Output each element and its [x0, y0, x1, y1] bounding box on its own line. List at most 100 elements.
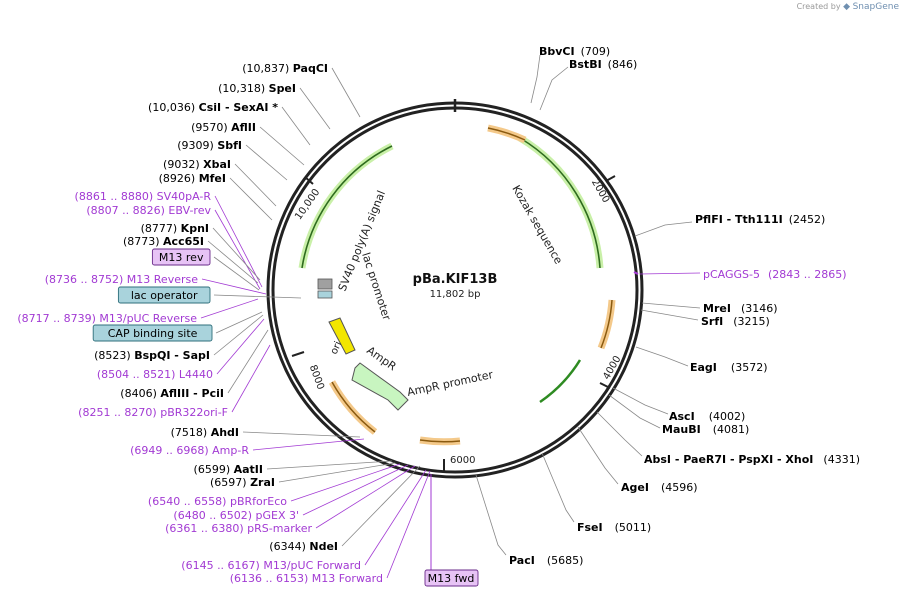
- leader-pflfi: [634, 221, 693, 237]
- site-bstbi-label: BstBI: [569, 58, 602, 71]
- leader-left: [242, 431, 361, 438]
- leader-left: [341, 465, 421, 547]
- leader-mrei: [641, 302, 701, 309]
- site-srfi-label: SrfI: [701, 315, 723, 328]
- primer-site: (8504 .. 8521) L4440: [97, 368, 213, 381]
- site-position: (8406): [120, 387, 160, 400]
- leader-left: [266, 460, 393, 470]
- leader-maubi: [608, 394, 661, 429]
- site-position: (8736 .. 8752): [45, 273, 127, 286]
- site-label: AflIII - PciI: [160, 387, 224, 400]
- enzyme-site: (8523) BspQI - SapI: [94, 349, 210, 362]
- site-label: L4440: [179, 368, 213, 381]
- site-eagi-label: EagI: [690, 361, 717, 374]
- primer-site: (8717 .. 8739) M13/pUC Reverse: [17, 312, 197, 325]
- leader-left: [278, 462, 396, 483]
- site-label: KpnI: [181, 222, 209, 235]
- site-position: (10,318): [218, 82, 269, 95]
- site-absi: AbsI - PaeR7I - PspXI - XhoI(4331): [644, 453, 860, 466]
- site-paci: PacI(5685): [509, 554, 583, 567]
- primer-site: (8861 .. 8880) SV40pA-R: [75, 190, 212, 203]
- site-label: SpeI: [269, 82, 296, 95]
- site-label: XbaI: [203, 158, 231, 171]
- feature-label-lac-promoter: lac promoter: [359, 251, 393, 322]
- site-bbvci: BbvCI(709): [539, 45, 610, 58]
- leader-left: [231, 344, 271, 413]
- leader-left: [227, 329, 269, 394]
- site-srfi-pos: (3215): [733, 315, 770, 328]
- leader-left: [213, 294, 302, 299]
- site-asci-label: AscI: [669, 410, 695, 423]
- pcaggs-marker: [633, 271, 639, 275]
- watermark-brand: SnapGene: [852, 2, 899, 12]
- site-position: (8807 .. 8826): [86, 204, 168, 217]
- tick-label-8000: 8000: [307, 364, 326, 392]
- site-label: pGEX 3': [255, 509, 299, 522]
- enzyme-site: (6344) NdeI: [269, 540, 338, 553]
- site-label: CsiI - SexAI *: [199, 101, 279, 114]
- site-position: (8773): [123, 235, 163, 248]
- site-label: M13 Reverse: [127, 273, 198, 286]
- orange-arc-top-line: [487, 127, 526, 141]
- enzyme-site: (7518) AhdI: [171, 426, 239, 439]
- boxed-feature-label: CAP binding site: [108, 327, 198, 340]
- site-label: pBRforEco: [230, 495, 287, 508]
- plasmid-name: pBa.KIF13B: [413, 272, 498, 287]
- site-pcaggs: pCAGGS-5(2843 .. 2865): [703, 268, 847, 281]
- site-position: (6136 .. 6153): [230, 572, 312, 585]
- site-fsei-pos: (5011): [615, 521, 652, 534]
- leader-left: [201, 278, 267, 295]
- site-agei: AgeI(4596): [621, 481, 698, 494]
- leader-left: [212, 227, 261, 281]
- leader-left: [213, 314, 264, 356]
- leader-left: [216, 318, 265, 375]
- enzyme-site: (9570) AflII: [191, 121, 256, 134]
- right-site-labels: BbvCI(709) BstBI(846) PflFI - Tth111I(24…: [424, 45, 860, 587]
- site-bbvci-pos: (709): [581, 45, 611, 58]
- site-label: M13/pUC Reverse: [99, 312, 197, 325]
- site-eagi: EagI(3572): [690, 361, 767, 374]
- feature-label-ori: ori: [329, 340, 344, 356]
- enzyme-site: (8406) AflIII - PciI: [120, 387, 224, 400]
- site-position: (7518): [171, 426, 211, 439]
- leader-eagi: [635, 346, 689, 367]
- site-maubi: MauBI(4081): [662, 423, 749, 436]
- leader-left: [252, 438, 365, 451]
- feature-label-kozak: Kozak sequence: [509, 183, 565, 267]
- site-position: (6949 .. 6968): [130, 444, 212, 457]
- feature-label-ampr-promoter: AmpR promoter: [406, 368, 495, 399]
- site-position: (8861 .. 8880): [75, 190, 157, 203]
- site-label: EBV-rev: [168, 204, 211, 217]
- leader-left: [229, 177, 273, 221]
- primer-site: (8807 .. 8826) EBV-rev: [86, 204, 211, 217]
- leader-left: [214, 195, 263, 288]
- site-paci-pos: (5685): [547, 554, 584, 567]
- site-absi-pos: (4331): [823, 453, 860, 466]
- leader-left: [215, 311, 263, 334]
- site-position: (6145 .. 6167): [181, 559, 263, 572]
- inner-green-arc: [539, 359, 582, 404]
- leader-asci: [612, 387, 669, 415]
- site-label: pRS-marker: [247, 522, 312, 535]
- site-pcaggs-label: pCAGGS-5: [703, 268, 760, 281]
- leader-left: [200, 298, 259, 319]
- site-label: M13 Forward: [312, 572, 383, 585]
- enzyme-site: (8777) KpnI: [141, 222, 209, 235]
- tick-10000: [304, 176, 314, 185]
- site-position: (8717 .. 8739): [17, 312, 99, 325]
- site-label: ZraI: [250, 476, 275, 489]
- site-pflfi: PflFI - Tth111I(2452): [695, 213, 825, 226]
- orange-arc-right-line: [600, 299, 613, 349]
- primer-site: (6361 .. 6380) pRS-marker: [165, 522, 312, 535]
- tick-4000: [599, 382, 611, 389]
- leader-left: [281, 106, 311, 146]
- site-position: (6480 .. 6502): [173, 509, 255, 522]
- enzyme-site: (9032) XbaI: [163, 158, 231, 171]
- site-label: BspQI - SapI: [134, 349, 210, 362]
- leader-left: [299, 87, 331, 130]
- enzyme-site: (6599) AatII: [194, 463, 263, 476]
- enzyme-site: (6597) ZraI: [210, 476, 275, 489]
- leader-left: [290, 463, 401, 502]
- lac-operator-block: [317, 290, 333, 299]
